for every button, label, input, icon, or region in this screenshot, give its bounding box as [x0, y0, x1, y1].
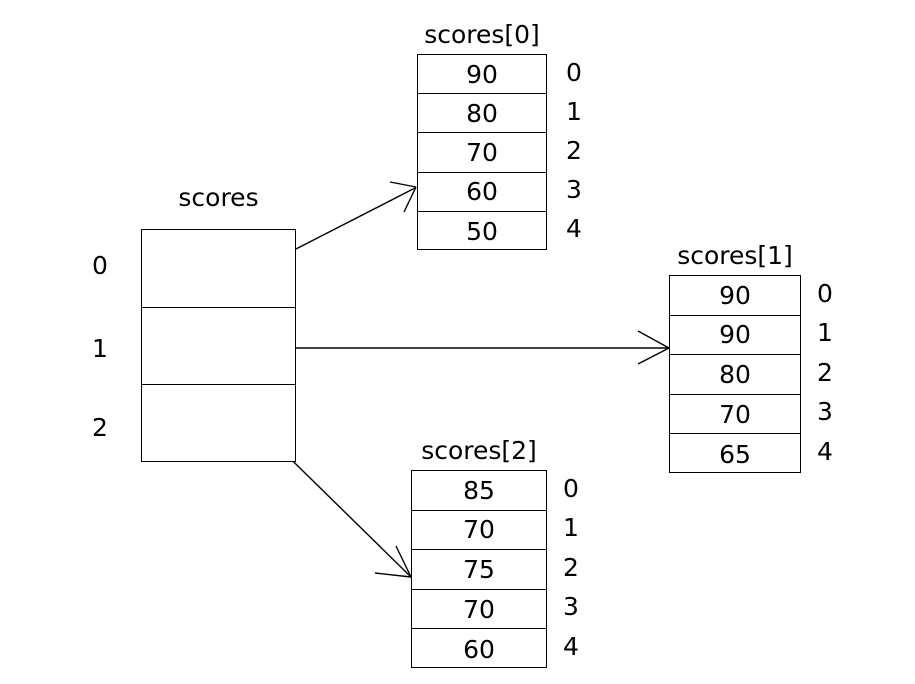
array-0-cell-0[interactable]: 90 [418, 55, 546, 95]
array-2-index-3: 3 [563, 592, 579, 621]
pointer-cell-1[interactable] [142, 308, 295, 386]
array-2-cell-4[interactable]: 60 [463, 634, 495, 664]
array-2-index-4: 4 [563, 632, 579, 661]
pointer-array-box [141, 229, 296, 462]
array-1-cell-1[interactable]: 90 [670, 316, 800, 356]
array-1-index-1: 1 [817, 318, 833, 347]
pointer-cell-0[interactable] [142, 230, 295, 308]
array-1-cell-2[interactable]: 80 [670, 355, 800, 395]
array-1-index-3: 3 [817, 397, 833, 426]
array-0-title: scores[0] [424, 20, 540, 49]
array-1-box: 90 90 80 70 65 [669, 275, 801, 473]
array-0-cell-4[interactable]: 50 [466, 216, 498, 246]
arrow-to-scores-1 [250, 330, 670, 365]
array-2-cell-2[interactable]: 75 [412, 550, 546, 590]
array-0-index-0: 0 [566, 58, 582, 87]
array-2-index-2: 2 [563, 553, 579, 582]
array-2-cell-1[interactable]: 70 [412, 511, 546, 551]
array-0-cell-2[interactable]: 70 [418, 133, 546, 173]
pointer-index-1: 1 [92, 334, 108, 363]
array-0-index-1: 1 [566, 97, 582, 126]
array-1-cell-4[interactable]: 65 [719, 439, 751, 469]
array-1-title: scores[1] [677, 241, 793, 270]
array-1-index-0: 0 [817, 279, 833, 308]
pointer-index-0: 0 [92, 251, 108, 280]
array-2-index-0: 0 [563, 474, 579, 503]
array-1-cell-0[interactable]: 90 [670, 276, 800, 316]
pointer-index-2: 2 [92, 413, 108, 442]
pointer-array-title: scores [178, 183, 259, 212]
array-0-index-4: 4 [566, 214, 582, 243]
array-0-index-3: 3 [566, 175, 582, 204]
array-2-cell-3[interactable]: 70 [412, 590, 546, 630]
array-0-cell-1[interactable]: 80 [418, 94, 546, 134]
array-0-box: 90 80 70 60 50 [417, 54, 547, 250]
array-2-title: scores[2] [421, 436, 537, 465]
array-2-index-1: 1 [563, 513, 579, 542]
array-0-index-2: 2 [566, 136, 582, 165]
array-1-index-4: 4 [817, 437, 833, 466]
array-2-cell-0[interactable]: 85 [412, 471, 546, 511]
pointer-cell-2[interactable] [142, 385, 295, 463]
array-1-index-2: 2 [817, 358, 833, 387]
array-1-cell-3[interactable]: 70 [670, 395, 800, 435]
array-0-cell-3[interactable]: 60 [418, 173, 546, 212]
array-2-box: 85 70 75 70 60 [411, 470, 547, 668]
